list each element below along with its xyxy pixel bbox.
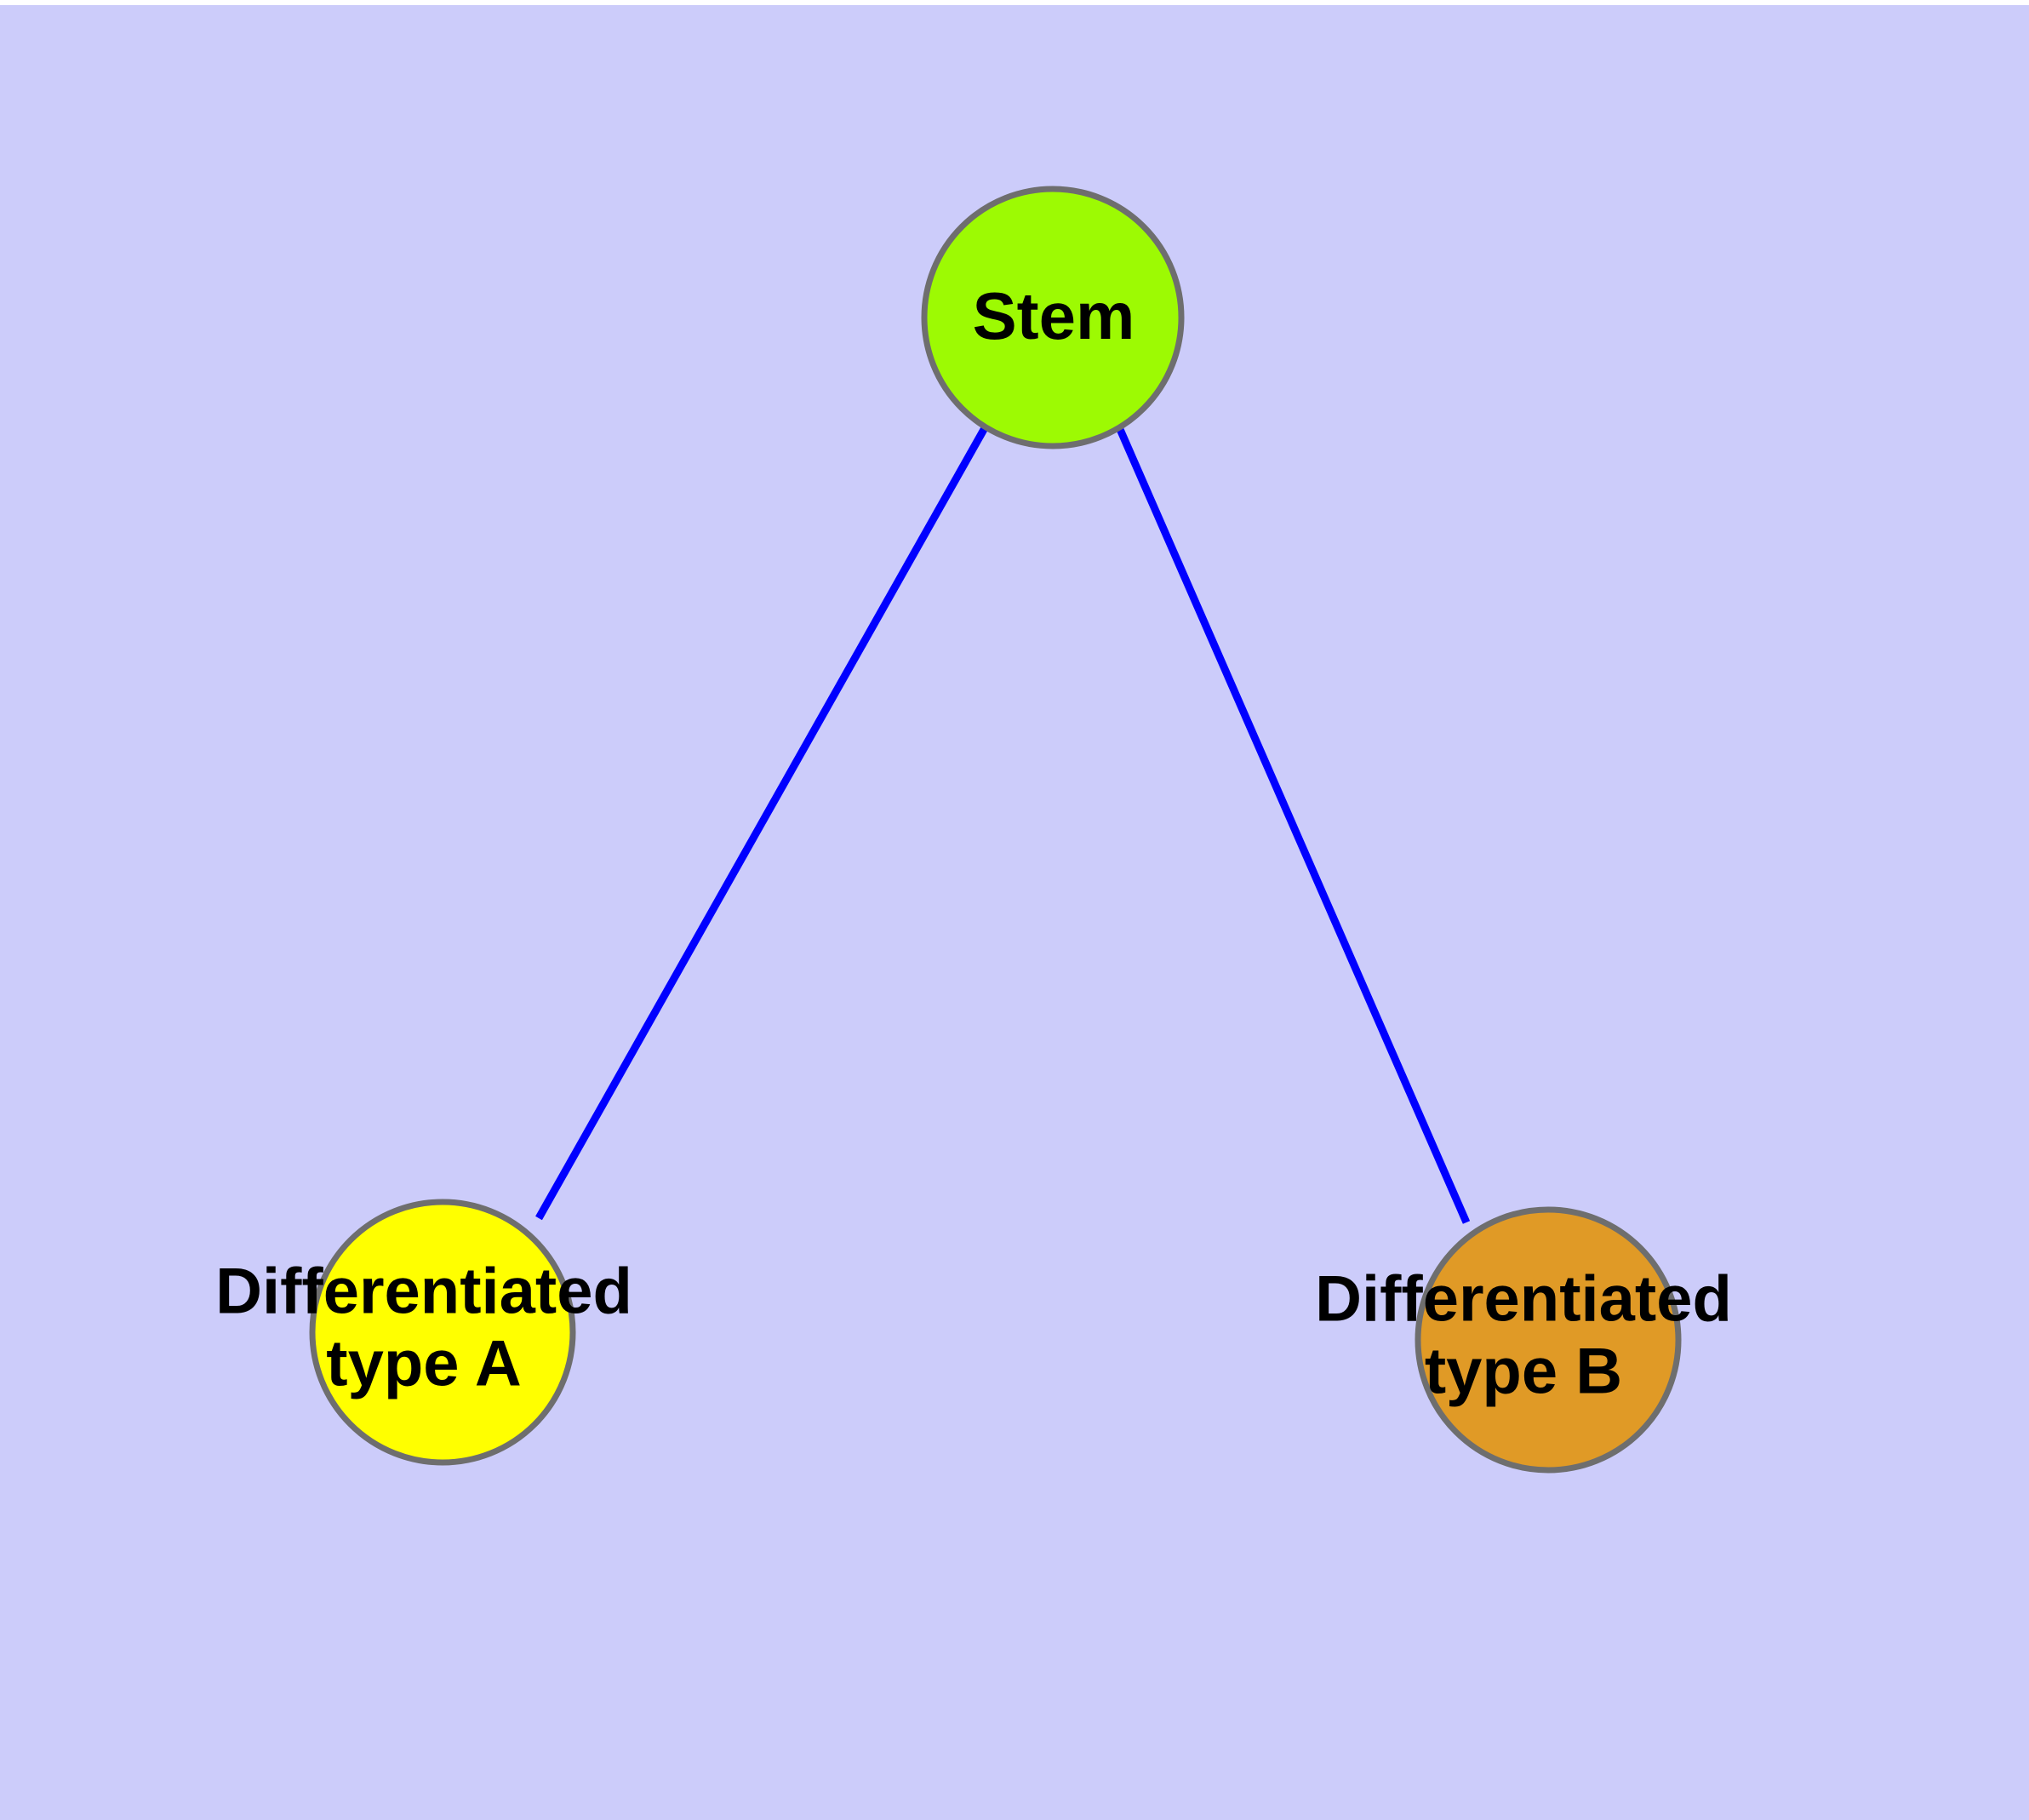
edge-stem-to-type-a[interactable] <box>535 424 989 1221</box>
diff-type-a-label-line: Differentiated <box>215 1256 632 1328</box>
node-stem-label: Stem <box>973 278 1135 353</box>
node-stem-circle[interactable] <box>921 186 1185 449</box>
nodes-layer <box>309 186 1682 1474</box>
edges-layer <box>535 424 1471 1224</box>
node-differentiated-type-a[interactable] <box>309 1199 576 1466</box>
node-differentiated-type-b-circle[interactable] <box>1415 1206 1682 1474</box>
node-differentiated-type-a-circle[interactable] <box>309 1199 576 1466</box>
node-differentiated-type-b[interactable] <box>1415 1206 1682 1474</box>
node-stem[interactable] <box>921 186 1185 449</box>
stem-label-line: Stem <box>973 278 1135 353</box>
diff-type-b-label-line: type B <box>1425 1336 1622 1408</box>
edge-stem-to-type-b[interactable] <box>1115 426 1471 1224</box>
diff-type-a-label-line: type A <box>326 1328 521 1400</box>
diff-type-b-label-line: Differentiated <box>1315 1263 1732 1336</box>
